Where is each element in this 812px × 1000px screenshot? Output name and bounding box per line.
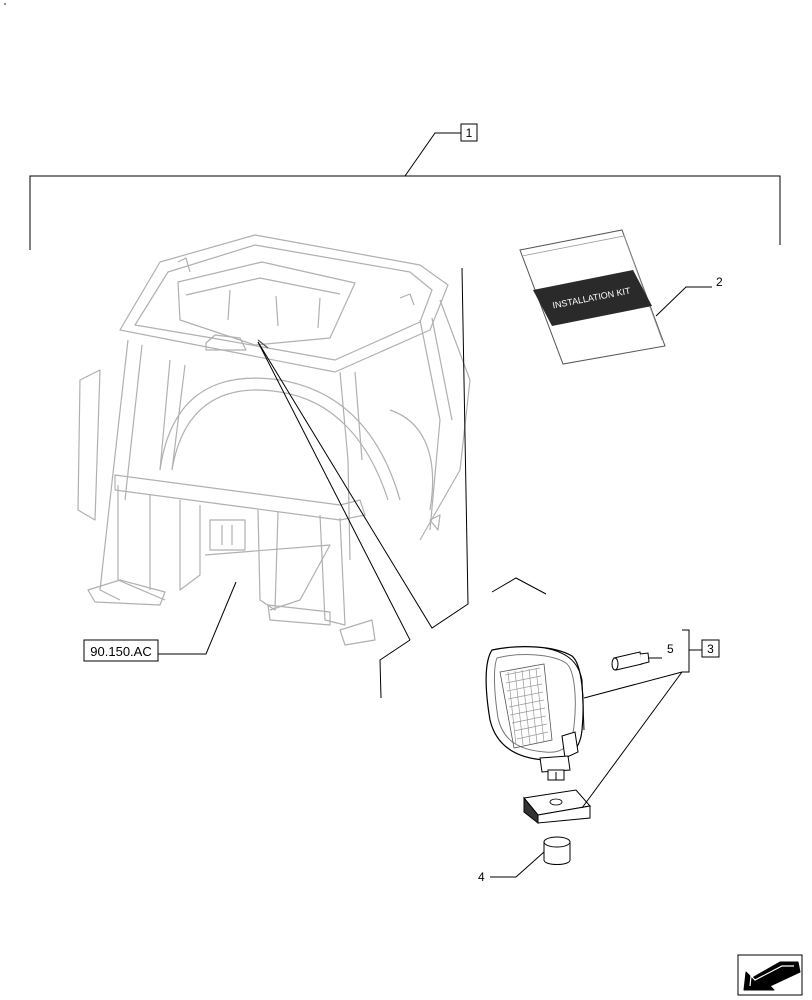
bulb bbox=[611, 651, 650, 671]
arrow-icon[interactable] bbox=[737, 954, 803, 996]
cab-reference-label: 90.150.AC bbox=[90, 644, 151, 659]
callout-3[interactable]: 3 bbox=[701, 639, 720, 658]
lamp-bracket bbox=[523, 789, 591, 825]
callout-3-label: 3 bbox=[707, 642, 714, 656]
callout-4-label: 4 bbox=[478, 870, 485, 884]
lamp-kit-bracket bbox=[581, 629, 702, 809]
cab-ref-leader bbox=[158, 581, 237, 655]
callout-4[interactable]: 4 bbox=[478, 851, 545, 884]
callout-5-label: 5 bbox=[667, 642, 674, 656]
cab-reference-link[interactable]: 90.150.AC bbox=[83, 639, 159, 662]
spacer bbox=[543, 836, 571, 865]
callout-2[interactable]: 2 bbox=[655, 275, 723, 317]
callout-5[interactable]: 5 bbox=[649, 642, 674, 659]
callout-1-label: 1 bbox=[466, 126, 473, 140]
tractor-cab bbox=[77, 234, 471, 646]
lamp-lens bbox=[504, 667, 549, 746]
explosion-lines bbox=[257, 267, 547, 699]
corner-mark bbox=[4, 3, 6, 5]
callout-1[interactable]: 1 bbox=[460, 123, 478, 142]
work-lamp bbox=[485, 646, 585, 781]
callout-2-label: 2 bbox=[716, 275, 723, 289]
installation-kit-booklet: INSTALLATION KIT bbox=[519, 229, 666, 365]
assembly-bracket bbox=[29, 132, 781, 250]
